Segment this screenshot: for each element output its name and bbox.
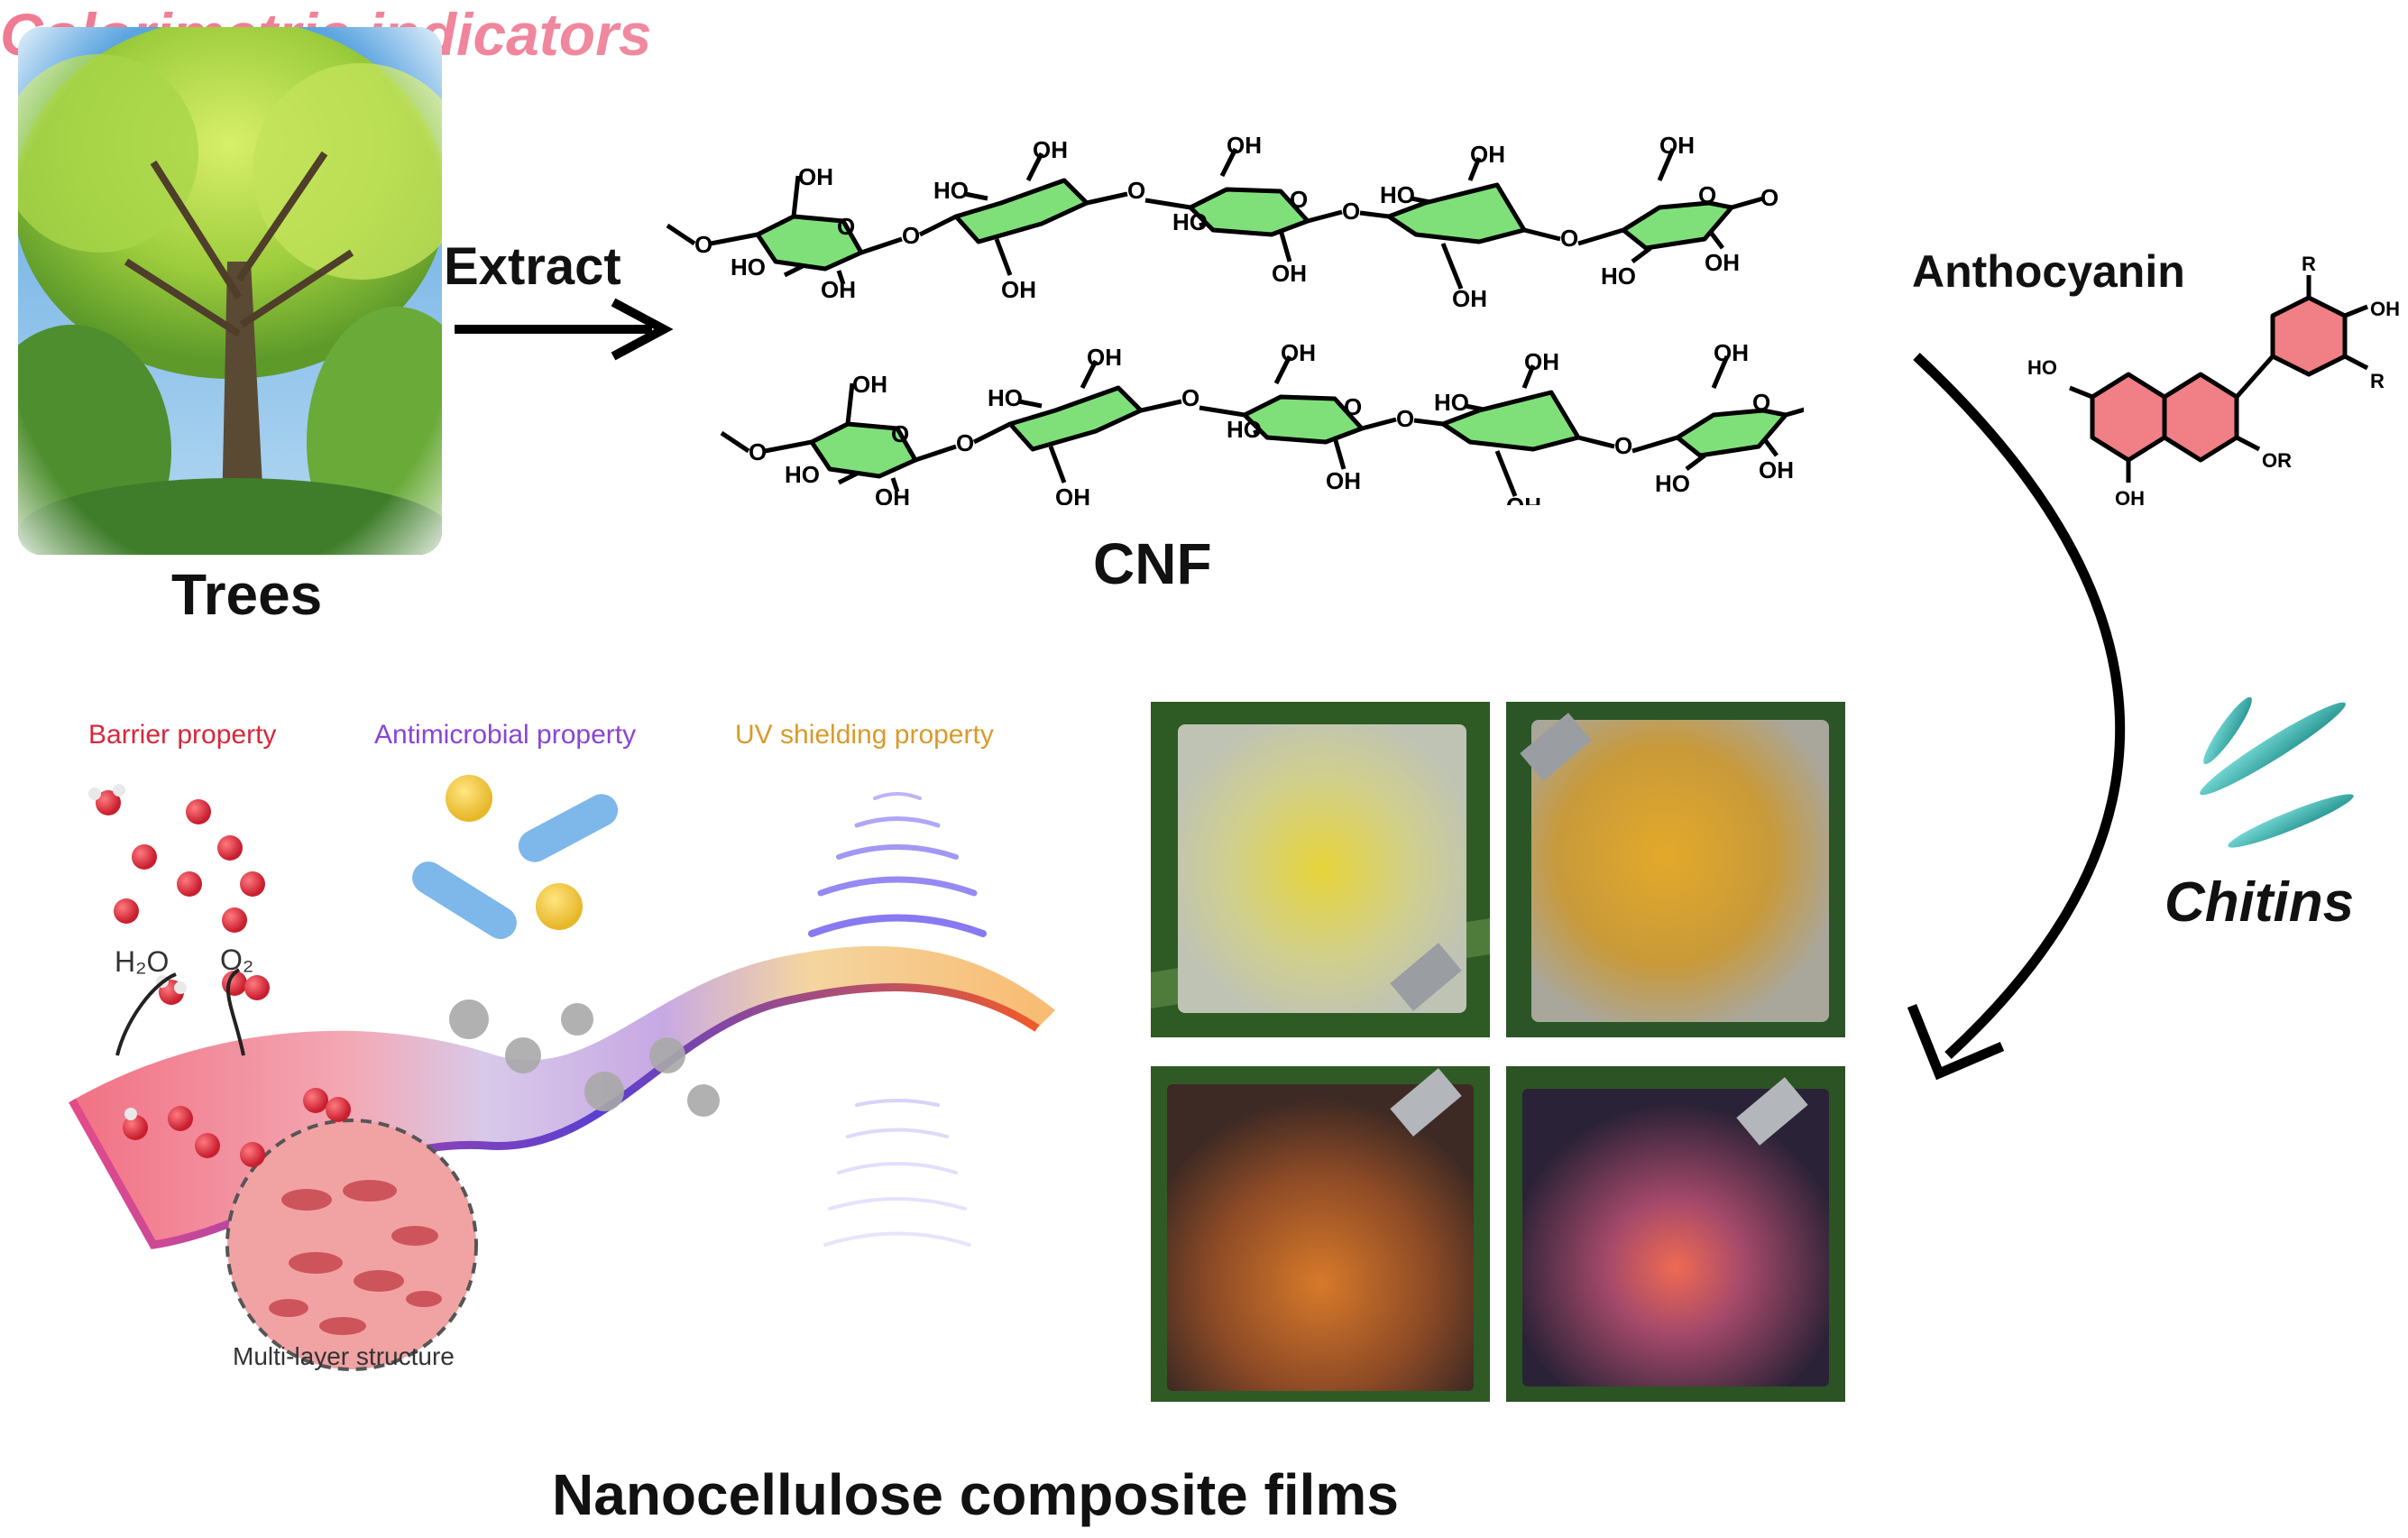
svg-text:OH: OH (1524, 348, 1559, 375)
svg-text:O: O (1342, 198, 1360, 225)
svg-text:HO: HO (933, 177, 969, 204)
chem-label: OH (2115, 487, 2145, 510)
svg-text:OH: OH (1470, 141, 1505, 168)
svg-text:OH: OH (1033, 136, 1068, 163)
chitins-label: Chitins (2164, 871, 2355, 934)
chem-label: R (2302, 253, 2316, 275)
svg-text:O: O (1127, 177, 1145, 204)
chem-label: HO (2027, 356, 2057, 379)
extract-label: Extract (444, 237, 621, 296)
film-photo-1 (1151, 702, 1490, 1037)
svg-text:O: O (1290, 186, 1308, 213)
svg-text:OH: OH (1227, 132, 1262, 159)
film-photo-4 (1506, 1066, 1845, 1402)
svg-text:O: O (1344, 393, 1362, 420)
barrier-property-label: Barrier property (88, 720, 277, 750)
svg-text:O: O (902, 222, 920, 249)
svg-text:O: O (1614, 432, 1632, 459)
svg-text:OH: OH (1506, 493, 1541, 505)
svg-text:O: O (1760, 184, 1778, 211)
antimicrobial-property-label: Antimicrobial property (374, 720, 637, 750)
svg-text:HO: HO (785, 461, 820, 488)
anthocyanin-structure: HO OH OR R OH R (2027, 253, 2399, 510)
svg-text:O: O (694, 231, 712, 258)
figure-title: Nanocellulose composite films (552, 1462, 1399, 1527)
svg-text:OH: OH (1759, 456, 1794, 484)
svg-text:O: O (1698, 181, 1716, 208)
film-photo-2 (1506, 702, 1845, 1037)
svg-text:O: O (1181, 384, 1199, 411)
svg-text:OH: OH (1705, 249, 1740, 276)
anthocyanin-label: Anthocyanin (1912, 246, 2185, 297)
chem-label: OR (2262, 449, 2292, 472)
cnf-structure: O OH HO OH O O OH HO OH O OH HO OH O O OH HO OH O… (666, 132, 1804, 505)
extract-arrow (455, 298, 674, 361)
svg-text:HO: HO (1227, 416, 1262, 443)
chem-label: R (2370, 370, 2385, 392)
bacteria (412, 775, 619, 939)
svg-text:OH: OH (1714, 339, 1749, 366)
tree-illustration (18, 27, 442, 555)
chitin-fibers (2200, 696, 2354, 848)
chem-label: OH (2370, 298, 2399, 320)
svg-text:HO: HO (988, 384, 1023, 411)
svg-text:O: O (891, 420, 909, 447)
uv-waves (808, 792, 987, 1247)
svg-text:HO: HO (1601, 262, 1636, 290)
svg-text:OH: OH (821, 276, 856, 303)
svg-text:HO: HO (1172, 208, 1208, 235)
svg-text:OH: OH (1001, 276, 1036, 303)
o2-label: O₂ (220, 944, 254, 976)
svg-text:OH: OH (1659, 132, 1695, 159)
trees-label: Trees (171, 562, 323, 627)
multilayer-structure-label: Multi-layer structure (233, 1342, 455, 1370)
cnf-label: CNF (1093, 531, 1212, 596)
svg-text:O: O (749, 438, 767, 465)
svg-text:HO: HO (731, 253, 766, 281)
curved-arrow (1907, 352, 2126, 1081)
svg-text:O: O (1560, 225, 1578, 252)
tree-photo (18, 27, 442, 555)
svg-text:OH: OH (1055, 484, 1090, 505)
uv-shielding-property-label: UV shielding property (735, 720, 994, 750)
svg-text:HO: HO (1380, 181, 1415, 208)
svg-text:HO: HO (1655, 470, 1690, 497)
svg-text:OH: OH (1087, 344, 1122, 371)
chem-label: OH (798, 163, 833, 190)
h2o-label: H₂O (115, 945, 170, 978)
svg-text:OH: OH (1272, 260, 1307, 287)
svg-text:OH: OH (1326, 467, 1361, 494)
svg-text:OH: OH (1281, 339, 1316, 366)
film-photo-3 (1151, 1066, 1490, 1402)
cnf-chain-top: O OH HO OH O O OH HO OH O OH HO OH O O OH HO OH O… (666, 132, 1778, 312)
svg-text:O: O (956, 429, 974, 456)
svg-text:OH: OH (1452, 285, 1487, 312)
svg-text:OH: OH (852, 371, 887, 398)
water-oxygen-molecules (88, 784, 351, 1167)
film-illustration (69, 775, 1055, 1371)
svg-text:O: O (1396, 405, 1414, 432)
svg-text:O: O (1752, 389, 1770, 416)
svg-text:OH: OH (875, 484, 910, 505)
svg-text:O: O (837, 213, 855, 240)
svg-text:HO: HO (1434, 389, 1469, 416)
